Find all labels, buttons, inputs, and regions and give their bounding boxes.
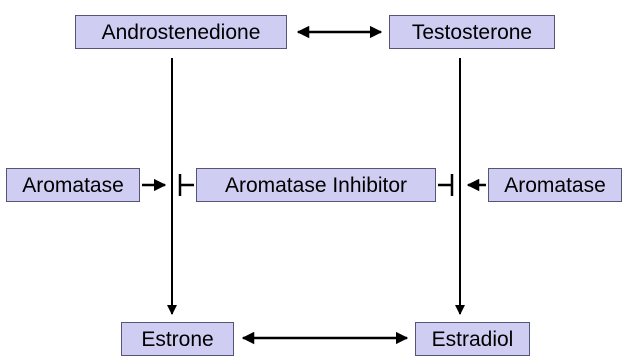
node-estradiol-label: Estradiol [431,327,514,351]
node-estrone-label: Estrone [141,327,214,351]
node-androstenedione: Androstenedione [75,15,287,49]
node-testosterone-label: Testosterone [411,20,533,44]
node-estradiol: Estradiol [415,322,530,356]
node-androstenedione-label: Androstenedione [101,20,261,44]
node-aromatase-right-label: Aromatase [504,173,606,197]
node-aromatase-inhibitor: Aromatase Inhibitor [196,168,436,202]
edge-inhibitor-right-inhibits [438,174,454,196]
node-aromatase-right: Aromatase [488,168,622,202]
node-aromatase-inhibitor-label: Aromatase Inhibitor [224,173,408,197]
edge-inhibitor-left-inhibits [178,174,194,196]
node-testosterone: Testosterone [389,15,555,49]
node-aromatase-left: Aromatase [6,168,140,202]
node-aromatase-left-label: Aromatase [22,173,124,197]
